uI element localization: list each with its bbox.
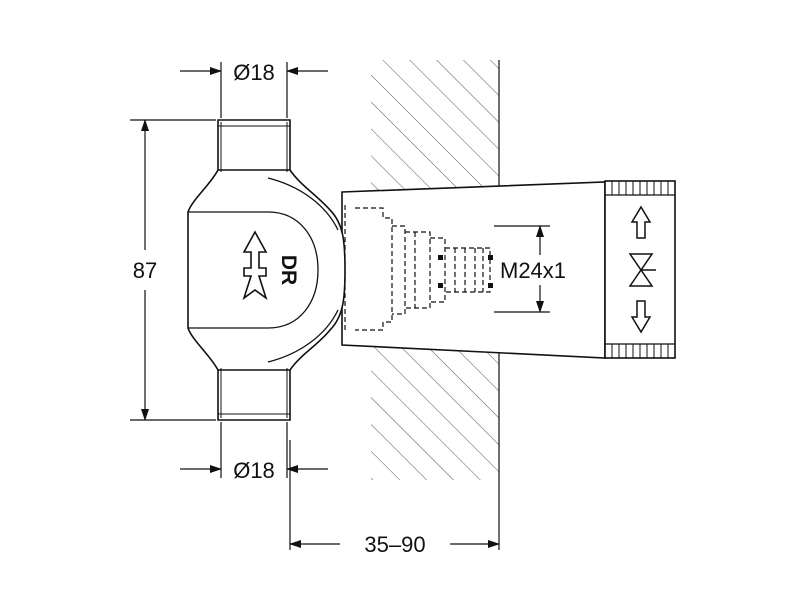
cartridge-seals	[438, 255, 493, 288]
up-down-arrows-icon	[630, 205, 652, 334]
thread-label: M24x1	[500, 258, 566, 283]
cap-knurling-bottom	[611, 344, 669, 358]
dimension-top-diameter	[180, 62, 328, 118]
depth-range-label: 35–90	[364, 532, 425, 557]
body-marking-label: DR	[277, 255, 300, 285]
body-contours	[188, 177, 339, 363]
dimension-bottom-diameter	[180, 422, 328, 478]
height-label: 87	[133, 258, 157, 283]
dimension-height	[130, 119, 216, 421]
dimension-depth	[289, 440, 500, 550]
dimension-thread	[494, 225, 550, 313]
valve-symbol-icon	[628, 253, 656, 287]
top-diameter-label: Ø18	[233, 60, 275, 85]
internal-cartridge	[344, 205, 491, 331]
pipe-thread-lines	[218, 122, 290, 418]
cap-knurling-top	[611, 181, 669, 195]
bottom-diameter-label: Ø18	[233, 458, 275, 483]
flow-direction-arrow-icon	[242, 230, 268, 301]
